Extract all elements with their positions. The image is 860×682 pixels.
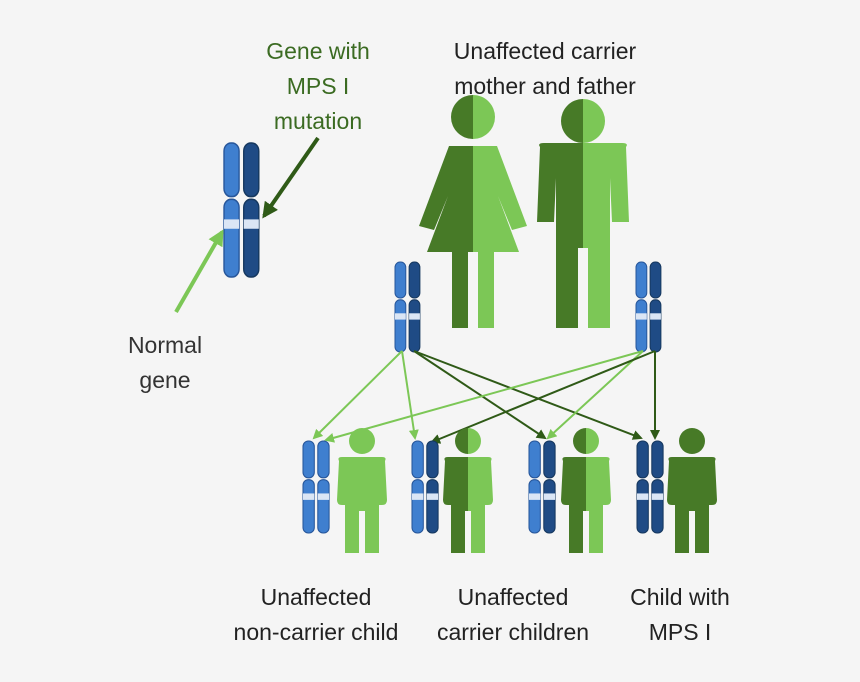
non-carrier-line1: Unaffected [260,584,372,610]
parents-line1: Unaffected carrier [453,38,637,64]
carriers-line1: Unaffected [457,584,569,610]
gene-mutation-label: Gene with MPS I mutation [248,34,388,139]
normal-gene-line2: gene [139,367,191,393]
non-carrier-line2: non-carrier child [233,619,399,645]
mutation-pointer-arrow [262,136,320,219]
inheritance-arrows [312,350,660,444]
normal-gene-pointer-arrow [174,229,224,313]
mother-figure-icon [419,95,527,328]
child4-figure-icon [667,428,717,553]
legend-chromosome-pair-icon [223,142,260,278]
gene-mutation-line3: mutation [273,108,363,134]
gene-mutation-line2: MPS I [286,73,350,99]
child2-chromosome-pair-icon [411,440,439,534]
father-chromosome-pair-icon [635,261,662,353]
affected-label: Child with MPS I [610,580,750,650]
child3-chromosome-pair-icon [528,440,556,534]
mother-chromosome-pair-icon [394,261,421,353]
parents-line2: mother and father [454,73,636,99]
carriers-label: Unaffected carrier children [420,580,606,650]
child1-figure-icon [337,428,387,553]
child1-chromosome-pair-icon [302,440,330,534]
normal-gene-label: Normal gene [105,328,225,398]
father-figure-icon [537,99,629,328]
child3-figure-icon [561,428,611,553]
carriers-line2: carrier children [436,619,590,645]
child4-chromosome-pair-icon [636,440,664,534]
gene-mutation-line1: Gene with [266,38,370,64]
affected-line1: Child with [630,584,730,610]
affected-line2: MPS I [648,619,712,645]
normal-gene-line1: Normal [127,332,203,358]
child2-figure-icon [443,428,493,553]
non-carrier-label: Unaffected non-carrier child [210,580,422,650]
parents-label: Unaffected carrier mother and father [420,34,670,104]
